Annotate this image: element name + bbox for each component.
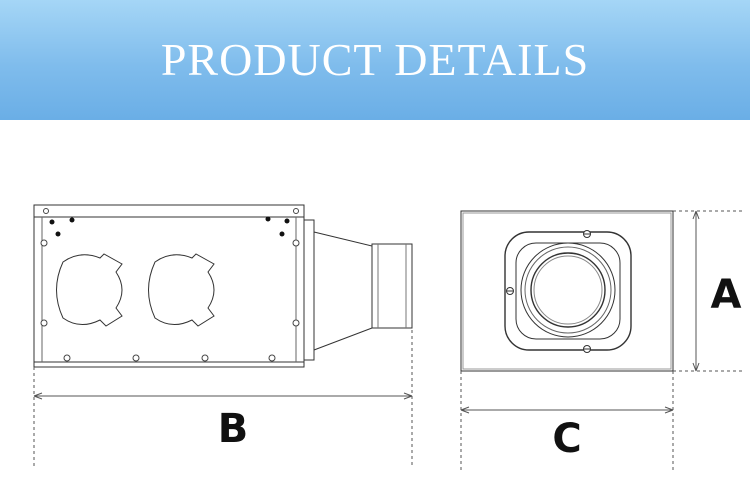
dimension-b — [33, 330, 413, 468]
side-flange — [303, 219, 315, 361]
side-top-rail — [33, 204, 305, 218]
dimension-a-label: A — [711, 272, 742, 318]
side-transition-cone — [313, 231, 373, 351]
side-outlet-collar — [371, 243, 413, 329]
side-mounting-dots — [49, 216, 290, 237]
page-title: PRODUCT DETAILS — [160, 34, 590, 85]
dimension-a — [673, 210, 745, 372]
front-view — [460, 210, 674, 372]
dimension-c-label: C — [552, 416, 581, 462]
side-view — [33, 204, 413, 368]
side-knockout-left — [56, 253, 123, 327]
dimension-b-label: B — [218, 406, 249, 452]
side-screws — [40, 208, 300, 362]
product-diagram: B A C — [33, 204, 745, 470]
dimension-c — [460, 371, 674, 470]
front-screws — [506, 230, 591, 353]
side-knockout-right — [148, 253, 215, 327]
header-banner: PRODUCT DETAILS — [0, 0, 750, 120]
front-outlet-ring-core — [533, 255, 603, 325]
